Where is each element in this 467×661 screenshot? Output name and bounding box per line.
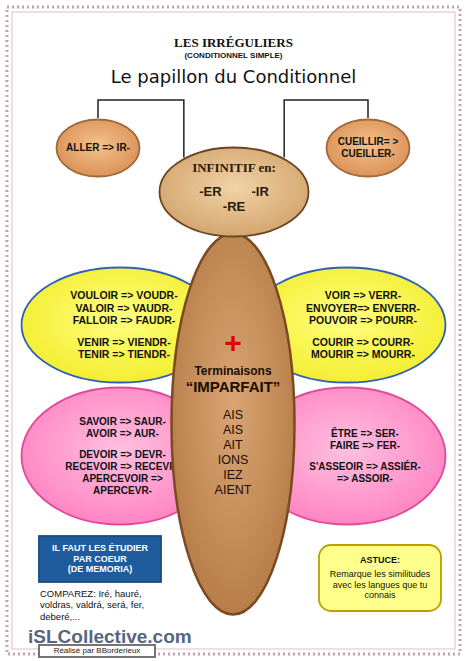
node-text: POUVOIR => POURR- <box>309 314 417 327</box>
endings-heading: Terminaisons <box>194 364 271 378</box>
node-text: FALLOIR => FAUDR- <box>73 314 176 327</box>
node-text: ALLER => IR- <box>66 142 130 154</box>
node-content: +Terminaisons“IMPARFAIT”AISAISAITIONSIEZ… <box>170 232 296 616</box>
head-circle: INFINITIF en: -ER -IR -RE <box>158 146 310 238</box>
node-text: VALOIR => VAUDR- <box>75 302 172 315</box>
node-content: CUEILLIR= > CUEILLER- <box>325 118 411 178</box>
tip-heading: ASTUCE: <box>360 555 400 566</box>
node-content: IL FAUT LES ÉTUDIER PAR COEUR(DE MEMORIA… <box>38 535 162 583</box>
node-text: DEVOIR => DEVR- <box>79 449 166 461</box>
node-text: (DE MEMORIA) <box>68 564 133 575</box>
node-text: MOURIR => MOURR- <box>311 348 415 361</box>
node-text: FAIRE => FER- <box>330 440 400 452</box>
node-text: TENIR => TIENDR- <box>78 348 170 361</box>
outline <box>172 234 295 615</box>
node-content: INFINITIF en: -ER -IR -RE <box>158 146 310 238</box>
ending-text: AIENT <box>215 483 252 498</box>
tip-box: ASTUCE: Remarque les similitudes avec les… <box>318 544 442 612</box>
ending-text: AIT <box>223 438 242 453</box>
node-text: ENVOYER=> ENVERR- <box>306 302 420 315</box>
node-text: Remarque les similitudes avec les langue… <box>323 569 437 601</box>
node-text: Réalisé par BBorderieux <box>54 646 141 656</box>
inner-frame <box>12 12 455 649</box>
node-text: AVOIR => AUR- <box>86 428 159 440</box>
dotted-frame <box>7 7 460 654</box>
ending-text: AIS <box>223 408 243 423</box>
infinitive-ending: -ER <box>199 184 221 200</box>
outline <box>39 536 161 582</box>
node-text: SAVOIR => SAUR- <box>79 416 166 428</box>
head-heading: INFINITIF en: <box>192 160 276 176</box>
node-text: VENIR => VIENDR- <box>77 336 170 349</box>
outline <box>249 388 446 525</box>
node-text: IL FAUT LES ÉTUDIER PAR COEUR <box>42 543 158 565</box>
node-text: CUEILLIR= > CUEILLER- <box>325 136 411 160</box>
node-content: ÊTRE => SER-FAIRE => FER- S'ASSEOIR => AS… <box>309 386 421 526</box>
node-text: VOULOIR => VOUDR- <box>70 289 177 302</box>
diagram-title: LES IRRÉGULIERS <box>0 35 467 51</box>
node-text: APERCEVOIR => APERCEVR- <box>60 473 185 497</box>
antenna-oval: ALLER => IR- <box>55 118 141 178</box>
node-text: COURIR => COURR- <box>312 336 414 349</box>
outline <box>160 148 309 237</box>
subtitle: (CONDITIONNEL SIMPLE) <box>0 51 467 61</box>
outline <box>39 645 155 657</box>
outline <box>22 388 219 525</box>
node-content: Réalisé par BBorderieux <box>38 644 156 658</box>
note-box: IL FAUT LES ÉTUDIER PAR COEUR(DE MEMORIA… <box>38 535 162 583</box>
body-ellipse: +Terminaisons“IMPARFAIT”AISAISAITIONSIEZ… <box>170 232 296 616</box>
compare-note: COMPAREZ: Iré, hauré, voldras, valdrá, s… <box>40 588 172 622</box>
node-text: S'ASSEOIR => ASSIÉR- => ASSOIR- <box>309 461 421 485</box>
endings-heading: “IMPARFAIT” <box>186 378 281 396</box>
outline <box>57 120 140 177</box>
ending-row: -ER -IR <box>199 184 269 200</box>
shape-outline <box>158 146 310 238</box>
plus-sign: + <box>224 328 242 358</box>
node-content: SAVOIR => SAUR-AVOIR => AUR- DEVOIR => DE… <box>60 386 185 526</box>
ending-text: AIS <box>223 423 243 438</box>
node-content: VOULOIR => VOUDR-VALOIR => VAUDR-FALLOIR… <box>60 266 188 384</box>
outline <box>319 545 441 611</box>
node-content: VOIR => VERR-ENVOYER=> ENVERR-POUVOIR =>… <box>299 266 427 384</box>
diagram-subtitle: Le papillon du Conditionnel <box>0 66 467 88</box>
node-content: ALLER => IR- <box>55 118 141 178</box>
node-text: VOIR => VERR- <box>325 289 401 302</box>
antenna-oval: CUEILLIR= > CUEILLER- <box>325 118 411 178</box>
ending-text: IONS <box>218 453 249 468</box>
author-box: Réalisé par BBorderieux <box>38 644 156 658</box>
node-text: ÊTRE => SER- <box>331 428 399 440</box>
infinitive-ending: -RE <box>223 199 245 215</box>
node-content: ASTUCE: Remarque les similitudes avec les… <box>318 544 442 612</box>
ending-text: IEZ <box>223 468 242 483</box>
infinitive-ending: -IR <box>252 184 269 200</box>
node-text: RECEVOIR => RECEVR- <box>65 461 179 473</box>
